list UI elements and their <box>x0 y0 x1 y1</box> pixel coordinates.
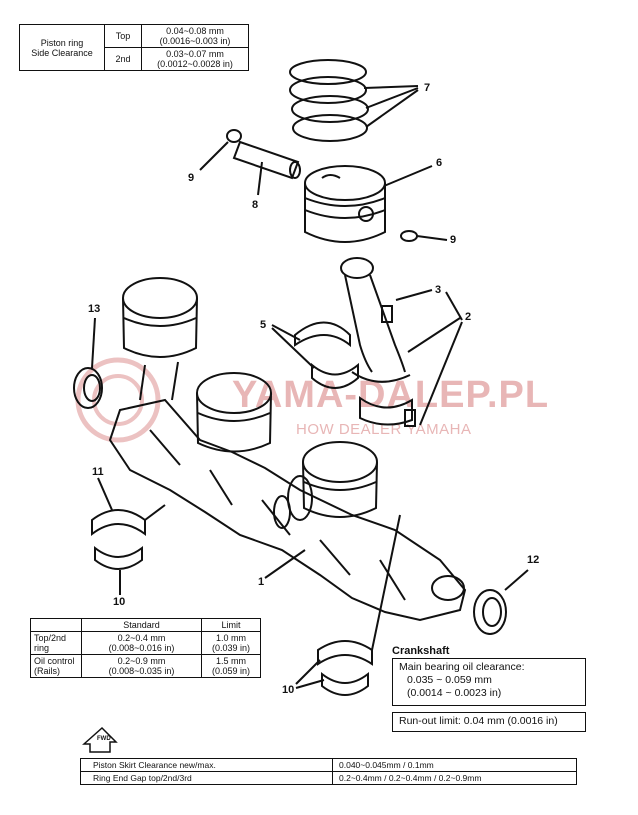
callout-10-left: 10 <box>113 596 126 608</box>
callout-7: 7 <box>424 82 431 94</box>
callout-3: 3 <box>435 284 442 296</box>
ring-gap-row1-lim-in: (0.039 in) <box>211 643 251 653</box>
callout-6: 6 <box>436 157 443 169</box>
ring-clearance-label-cell: Piston ring Side Clearance <box>19 24 105 71</box>
ring-clearance-title: Piston ring <box>40 37 84 48</box>
ring-gap-row2-label-1: Oil control <box>34 656 75 666</box>
callout-12: 12 <box>527 554 540 566</box>
watermark-subtext: HOW DEALER YAMAHA <box>296 421 472 438</box>
callout-2: 2 <box>465 311 472 323</box>
piston-ring-side-clearance-table: Piston ring Side Clearance Top 0.04~0.08… <box>19 24 249 71</box>
ring-gap-row1-std-in: (0.008~0.016 in) <box>108 643 175 653</box>
main-bearing-oil-clearance-box: Main bearing oil clearance: 0.035 ~ 0.05… <box>392 658 586 706</box>
ring-gap-row1-standard: 0.2~0.4 mm (0.008~0.016 in) <box>81 631 202 655</box>
callout-9-top: 9 <box>188 172 195 184</box>
crankshaft-title: Crankshaft <box>392 645 450 657</box>
ring-end-gap-value: 0.2~0.4mm / 0.2~0.4mm / 0.2~0.9mm <box>332 771 577 785</box>
ring-gap-limit-header: Limit <box>201 618 261 632</box>
callout-10-bottom: 10 <box>282 684 295 696</box>
ring-gap-row2-std-mm: 0.2~0.9 mm <box>117 656 166 666</box>
ring-gap-blank-header <box>30 618 82 632</box>
oil-clearance-mm: 0.035 ~ 0.059 mm <box>407 674 492 686</box>
ring-gap-row2-lim-in: (0.059 in) <box>211 666 251 676</box>
callout-11: 11 <box>92 466 104 478</box>
ring-gap-row2-limit: 1.5 mm (0.059 in) <box>201 654 261 678</box>
skirt-clearance-value: 0.040~0.045mm / 0.1mm <box>332 758 577 772</box>
ring-second-value: 0.03~0.07 mm (0.0012~0.0028 in) <box>141 47 249 71</box>
oil-clearance-label: Main bearing oil clearance: <box>399 661 525 673</box>
ring-second-in: (0.0012~0.0028 in) <box>157 59 233 69</box>
ring-gap-row2-label-2: (Rails) <box>34 666 60 676</box>
ring-end-gap-table: Standard Limit Top/2nd ring 0.2~0.4 mm (… <box>30 618 261 678</box>
callout-5: 5 <box>260 319 267 331</box>
callout-9-right: 9 <box>450 234 457 246</box>
ring-clearance-subtitle: Side Clearance <box>31 47 93 58</box>
ring-top-in: (0.0016~0.003 in) <box>159 36 231 46</box>
ring-second-label: 2nd <box>104 47 142 71</box>
callout-8: 8 <box>252 199 259 211</box>
fwd-arrow-icon <box>82 726 118 753</box>
ring-gap-row1-lim-mm: 1.0 mm <box>215 633 246 643</box>
oil-clearance-in: (0.0014 ~ 0.0023 in) <box>407 687 502 699</box>
runout-limit-box: Run-out limit: 0.04 mm (0.0016 in) <box>392 712 586 732</box>
ring-gap-row2-std-in: (0.008~0.035 in) <box>108 666 175 676</box>
ring-top-label: Top <box>104 24 142 48</box>
ring-end-gap-label: Ring End Gap top/2nd/3rd <box>80 771 333 785</box>
ring-second-mm: 0.03~0.07 mm <box>166 49 224 59</box>
callout-1: 1 <box>258 576 265 588</box>
skirt-clearance-label: Piston Skirt Clearance new/max. <box>80 758 333 772</box>
ring-gap-row2-label: Oil control (Rails) <box>30 654 82 678</box>
ring-gap-row1-std-mm: 0.2~0.4 mm <box>117 633 166 643</box>
ring-gap-row1-label: Top/2nd ring <box>30 631 82 655</box>
fwd-label: FWD <box>97 736 111 742</box>
ring-gap-standard-header: Standard <box>81 618 202 632</box>
ring-gap-row2-lim-mm: 1.5 mm <box>215 656 246 666</box>
ring-gap-row1-limit: 1.0 mm (0.039 in) <box>201 631 261 655</box>
ring-top-mm: 0.04~0.08 mm <box>166 26 224 36</box>
ring-top-value: 0.04~0.08 mm (0.0016~0.003 in) <box>141 24 249 48</box>
ring-gap-row2-standard: 0.2~0.9 mm (0.008~0.035 in) <box>81 654 202 678</box>
callout-13: 13 <box>88 303 101 315</box>
piston-skirt-ring-gap-table: Piston Skirt Clearance new/max. 0.040~0.… <box>80 758 577 785</box>
